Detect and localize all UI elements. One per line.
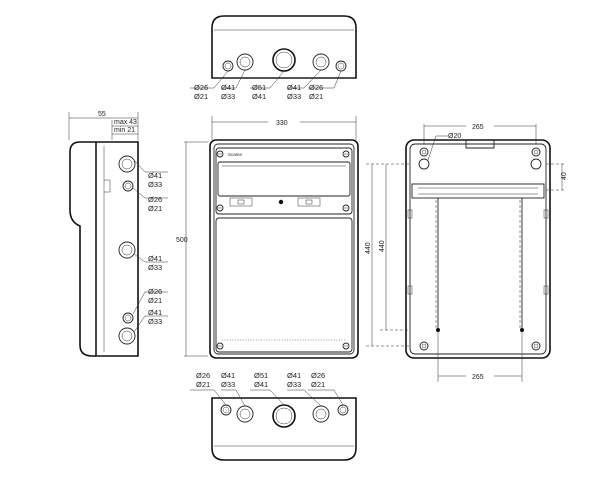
bottom-view	[190, 389, 357, 461]
dim-rear-hole: Ø20	[448, 133, 461, 140]
top-label-3b: Ø41	[252, 92, 266, 101]
dim-rear-rail: 40	[561, 172, 568, 180]
top-label-5b: Ø21	[309, 92, 323, 101]
side-label-4b: Ø21	[148, 296, 162, 305]
top-label-3a: Ø51	[252, 83, 266, 92]
front-view	[209, 116, 359, 359]
side-label-3b: Ø33	[148, 263, 162, 272]
dim-rear-height-a: 440	[365, 242, 372, 254]
top-view	[190, 15, 357, 89]
side-label-4a: Ø26	[148, 287, 162, 296]
dim-height: 500	[176, 237, 188, 244]
dim-rear-bottom: 265	[472, 374, 484, 381]
bottom-label-1a: Ø26	[196, 371, 210, 380]
bottom-label-3a: Ø51	[254, 371, 268, 380]
side-label-5b: Ø33	[148, 317, 162, 326]
top-label-2a: Ø41	[221, 83, 235, 92]
top-label-4b: Ø33	[287, 92, 301, 101]
bottom-label-3b: Ø41	[254, 380, 268, 389]
side-label-5a: Ø41	[148, 308, 162, 317]
side-label-2a: Ø26	[148, 195, 162, 204]
bottom-label-5a: Ø26	[311, 371, 325, 380]
top-label-1b: Ø21	[194, 92, 208, 101]
bottom-label-2b: Ø33	[221, 380, 235, 389]
front-brand: Scame	[228, 152, 243, 157]
side-label-3a: Ø41	[148, 254, 162, 263]
dim-rear-height-b: 440	[379, 240, 386, 252]
dim-front-width: 330	[276, 120, 288, 127]
top-label-2b: Ø33	[221, 92, 235, 101]
bottom-label-2a: Ø41	[221, 371, 235, 380]
dim-max: max 43	[114, 119, 137, 126]
dim-rear-top: 265	[472, 124, 484, 131]
rear-view	[366, 124, 566, 382]
top-label-4a: Ø41	[287, 83, 301, 92]
bottom-label-4b: Ø33	[287, 380, 301, 389]
dim-min: min 21	[114, 127, 135, 134]
side-view	[68, 112, 168, 357]
top-label-1a: Ø26	[194, 83, 208, 92]
bottom-label-5b: Ø21	[311, 380, 325, 389]
top-label-5a: Ø26	[309, 83, 323, 92]
side-label-2b: Ø21	[148, 204, 162, 213]
side-label-1b: Ø33	[148, 180, 162, 189]
height-dimension	[184, 141, 208, 357]
side-label-1a: Ø41	[148, 171, 162, 180]
bottom-label-4a: Ø41	[287, 371, 301, 380]
bottom-label-1b: Ø21	[196, 380, 210, 389]
dim-side-depth: 55	[98, 111, 106, 118]
